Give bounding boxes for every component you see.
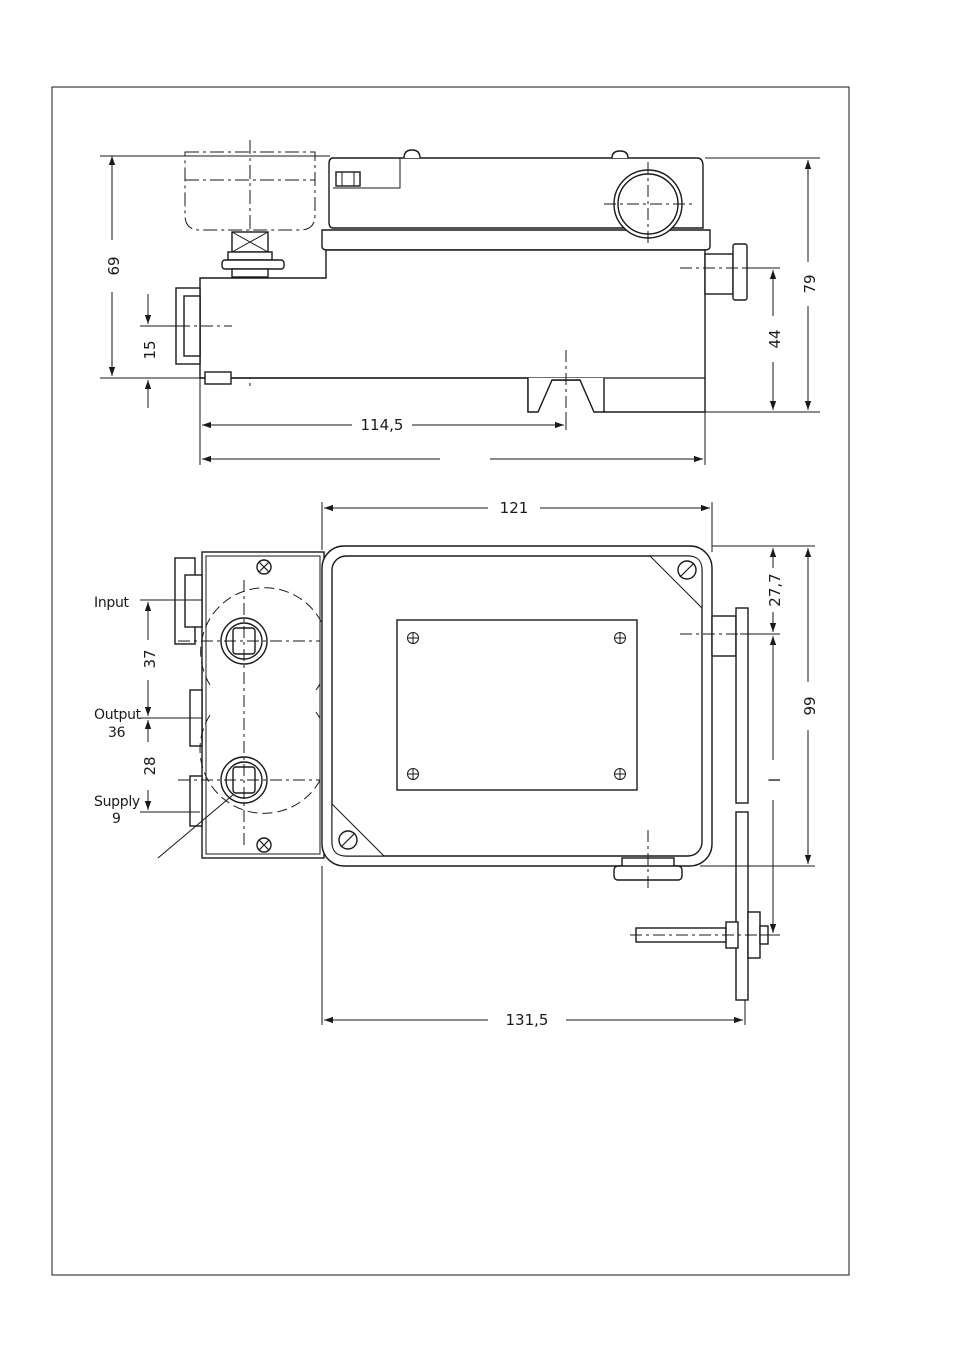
housing-body — [200, 250, 705, 412]
dim-27-7: 27,7 — [766, 573, 784, 606]
dim-44: 44 — [766, 329, 784, 348]
dim-15: 15 — [141, 340, 159, 359]
input-label: Input — [94, 595, 130, 611]
output-number: 36 — [108, 725, 126, 741]
supply-label: Supply — [94, 794, 140, 810]
name-plate — [397, 620, 637, 790]
dim-69: 69 — [105, 256, 123, 275]
top-view — [158, 546, 775, 1000]
output-label: Output — [94, 707, 142, 723]
dim-114-5: 114,5 — [361, 416, 404, 434]
supply-number: 9 — [112, 811, 121, 827]
dim-121: 121 — [500, 499, 529, 517]
mounting-plate — [736, 608, 748, 803]
dim-99: 99 — [801, 696, 819, 715]
dim-37: 37 — [141, 649, 159, 668]
pneumatic-block — [202, 552, 324, 858]
dim-28: 28 — [141, 756, 159, 775]
dim-l: l — [766, 778, 784, 782]
side-cable-gland — [705, 254, 733, 294]
dim-131-5: 131,5 — [506, 1011, 549, 1029]
side-view — [176, 140, 760, 425]
dim-79: 79 — [801, 274, 819, 293]
